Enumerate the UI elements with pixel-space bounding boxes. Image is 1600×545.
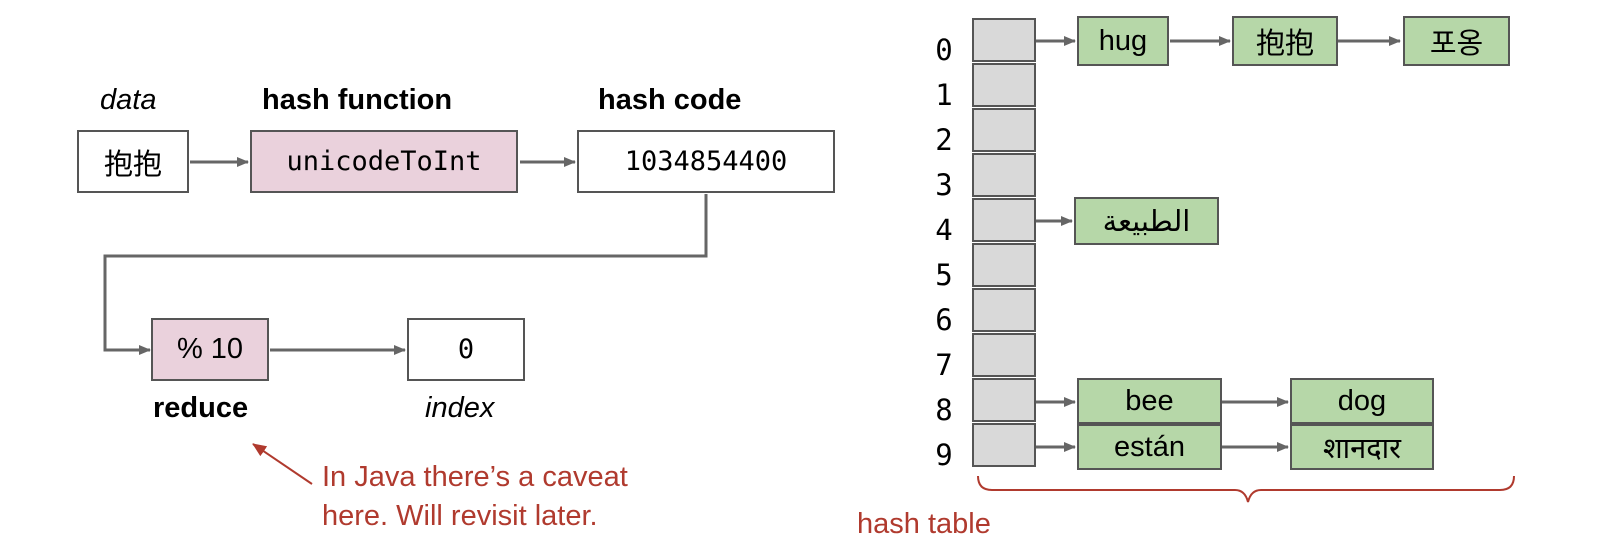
bucket-cell-5 <box>972 243 1036 287</box>
bucket-index-7: 7 <box>935 348 953 382</box>
annotation-arrow <box>252 443 313 485</box>
hash-code-box: 1034854400 <box>577 130 835 193</box>
bucket-cell-9 <box>972 423 1036 467</box>
bucket-cell-0 <box>972 18 1036 62</box>
node-bee: bee <box>1077 378 1222 424</box>
bucket-index-6: 6 <box>935 303 953 337</box>
bucket-cell-1 <box>972 63 1036 107</box>
bucket-index-3: 3 <box>935 168 953 202</box>
annotation-line-2: here. Will revisit later. <box>322 500 598 532</box>
node-baobao: 抱抱 <box>1232 16 1338 66</box>
data-box: 抱抱 <box>77 130 189 193</box>
index-box: 0 <box>407 318 525 381</box>
annotation-line-1: In Java there’s a caveat <box>322 461 628 493</box>
hash-function-label: hash function <box>262 84 453 116</box>
bucket-index-2: 2 <box>935 123 953 157</box>
hash-table-brace <box>977 475 1515 503</box>
node-dog: dog <box>1290 378 1434 424</box>
bucket-cell-4 <box>972 198 1036 242</box>
bucket-cell-3 <box>972 153 1036 197</box>
hash-function-box: unicodeToInt <box>250 130 518 193</box>
bucket-cell-2 <box>972 108 1036 152</box>
hash-code-label: hash code <box>598 84 742 116</box>
bucket-cell-7 <box>972 333 1036 377</box>
bucket-cell-6 <box>972 288 1036 332</box>
reduce-label: reduce <box>153 392 249 424</box>
reduce-box: % 10 <box>151 318 269 381</box>
node-shandar: शानदार <box>1290 424 1434 470</box>
hash-table-label: hash table <box>857 508 991 540</box>
bucket-index-0: 0 <box>935 33 953 67</box>
bucket-index-1: 1 <box>935 78 953 112</box>
bucket-index-8: 8 <box>935 393 953 427</box>
index-label: index <box>425 392 495 424</box>
bucket-cell-8 <box>972 378 1036 422</box>
node-poong: 포옹 <box>1403 16 1510 66</box>
arrow-code-to-reduce <box>103 194 708 355</box>
bucket-index-4: 4 <box>935 213 953 247</box>
node-arabic: الطبيعة <box>1074 197 1219 245</box>
bucket-index-9: 9 <box>935 438 953 472</box>
node-hug: hug <box>1077 16 1169 66</box>
node-estan: están <box>1077 424 1222 470</box>
data-label: data <box>100 84 157 116</box>
bucket-index-5: 5 <box>935 258 953 292</box>
